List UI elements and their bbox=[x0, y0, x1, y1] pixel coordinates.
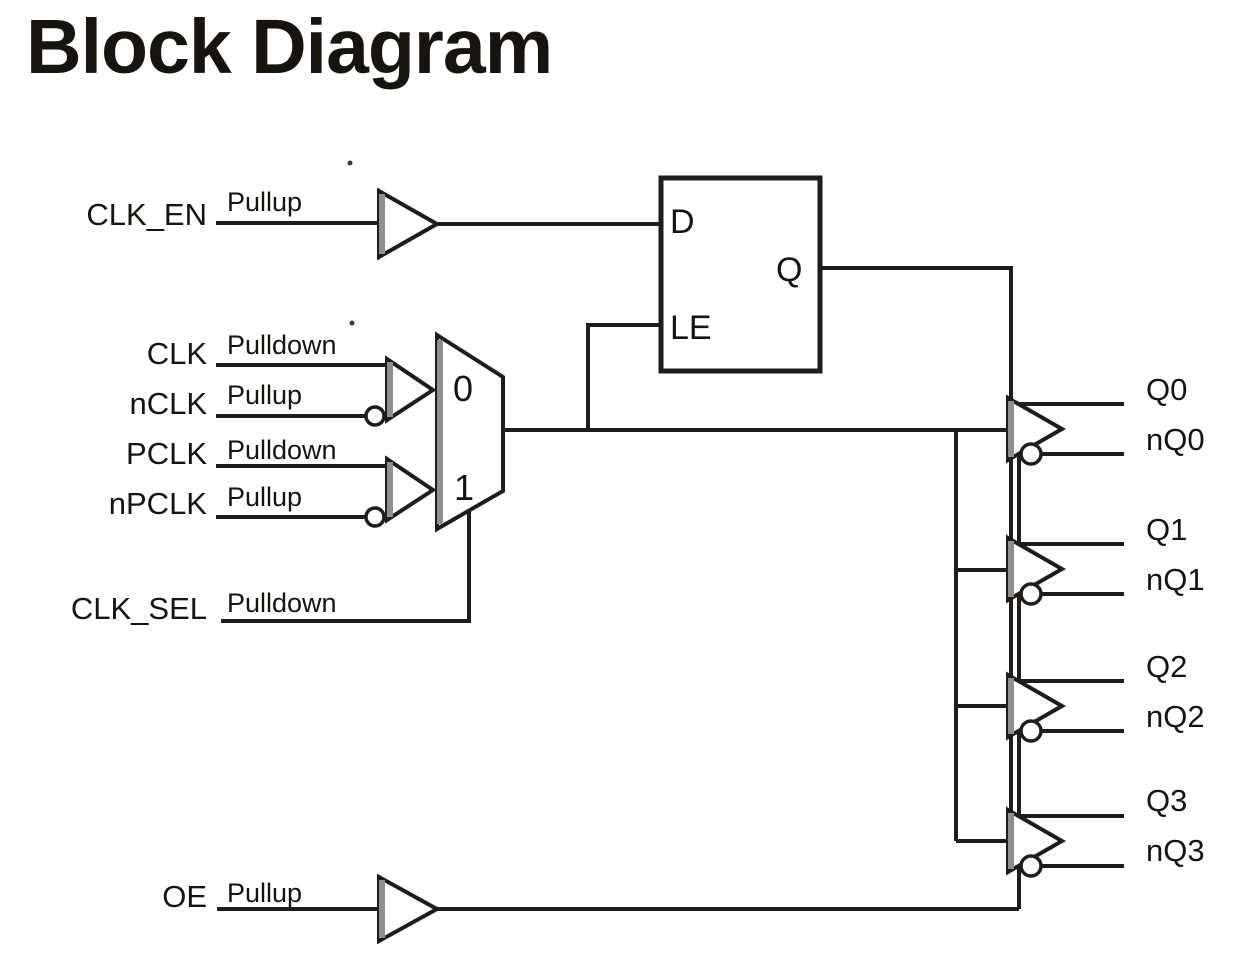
pin-label-clk-sel: CLK_SEL bbox=[71, 591, 207, 626]
wire-clk-sel bbox=[221, 510, 471, 623]
pin-label-clk-en: CLK_EN bbox=[86, 197, 207, 232]
wires bbox=[216, 221, 1124, 911]
inversion-bubbles bbox=[364, 405, 1043, 878]
resistor-label-clk: Pulldown bbox=[227, 330, 337, 360]
output-label-nq1: nQ1 bbox=[1146, 562, 1205, 597]
pin-label-pclk: PCLK bbox=[126, 436, 207, 471]
wire-le-branch bbox=[586, 323, 661, 430]
resistor-label-clk-en: Pullup bbox=[227, 187, 302, 217]
mux-input-labels: 0 1 bbox=[453, 368, 474, 508]
output-label-nq0: nQ0 bbox=[1146, 422, 1205, 457]
output-label-nq3: nQ3 bbox=[1146, 833, 1205, 868]
latch-d-label: D bbox=[670, 203, 695, 241]
pin-label-clk: CLK bbox=[147, 336, 208, 371]
resistor-labels: Pullup Pulldown Pullup Pulldown Pullup P… bbox=[227, 187, 337, 908]
mux-input0-label: 0 bbox=[453, 368, 473, 409]
scan-speck bbox=[349, 320, 355, 326]
input-pin-labels: CLK_EN CLK nCLK PCLK nPCLK CLK_SEL OE bbox=[71, 197, 207, 914]
page-title: Block Diagram bbox=[26, 4, 552, 90]
components bbox=[347, 160, 1067, 945]
shape-edge-bars bbox=[379, 194, 1014, 938]
wire-latch-q bbox=[820, 266, 1013, 400]
output-pin-labels: Q0 nQ0 Q1 nQ1 Q2 nQ2 Q3 nQ3 bbox=[1146, 372, 1205, 868]
clk-en-buffer bbox=[377, 187, 442, 261]
latch-pin-labels: D Q LE bbox=[670, 203, 802, 347]
output-label-q1: Q1 bbox=[1146, 512, 1187, 547]
pin-label-nclk: nCLK bbox=[129, 386, 207, 421]
pin-label-npclk: nPCLK bbox=[109, 486, 208, 521]
pclk-diff-receiver bbox=[385, 455, 437, 524]
resistor-label-pclk: Pulldown bbox=[227, 435, 337, 465]
scan-speck bbox=[347, 160, 353, 166]
clk-diff-receiver bbox=[385, 355, 437, 424]
resistor-label-clk-sel: Pulldown bbox=[227, 588, 337, 618]
output-label-q2: Q2 bbox=[1146, 649, 1187, 684]
nclk-bubble bbox=[364, 405, 386, 427]
nq3-bubble bbox=[1019, 854, 1043, 878]
pin-label-oe: OE bbox=[162, 879, 207, 914]
latch-box bbox=[658, 175, 823, 374]
mux-input1-label: 1 bbox=[454, 467, 474, 508]
latch-q-label: Q bbox=[776, 251, 802, 289]
latch-le-label: LE bbox=[670, 309, 712, 347]
nq0-bubble bbox=[1019, 442, 1043, 466]
output-label-q3: Q3 bbox=[1146, 783, 1187, 818]
npclk-bubble bbox=[364, 506, 386, 528]
nq2-bubble bbox=[1019, 719, 1043, 743]
resistor-label-oe: Pullup bbox=[227, 878, 302, 908]
resistor-label-npclk: Pullup bbox=[227, 482, 302, 512]
nq1-bubble bbox=[1019, 582, 1043, 606]
output-label-nq2: nQ2 bbox=[1146, 699, 1205, 734]
oe-buffer bbox=[377, 873, 442, 945]
output-label-q0: Q0 bbox=[1146, 372, 1187, 407]
resistor-label-nclk: Pullup bbox=[227, 380, 302, 410]
